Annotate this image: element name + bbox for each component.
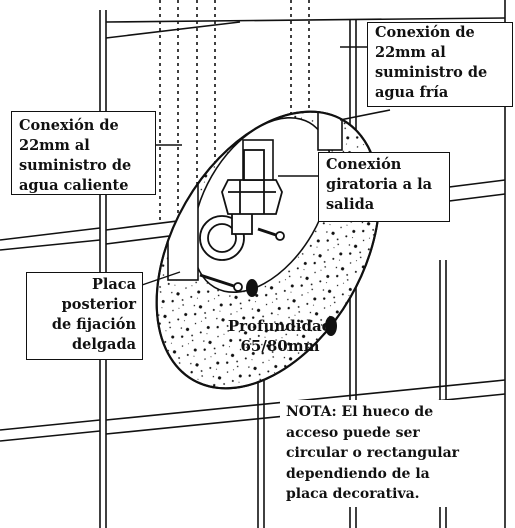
label-line: 22mm al bbox=[375, 44, 446, 61]
hidden-pipe-lines bbox=[159, 0, 310, 220]
label-line: Conexión de bbox=[375, 24, 475, 41]
note-line: dependiendo de la bbox=[286, 465, 430, 482]
label-back-plate: Placa posterior de fijación delgada bbox=[26, 272, 143, 360]
label-line: giratoria a la bbox=[326, 176, 432, 193]
label-line: suministro de bbox=[19, 157, 132, 174]
label-line: salida bbox=[326, 196, 375, 213]
label-line: delgada bbox=[72, 336, 136, 353]
label-depth: Profundidad 65/80mm bbox=[210, 316, 350, 356]
access-hole bbox=[155, 89, 391, 390]
note-access-hole: NOTA: El hueco de acceso puede ser circu… bbox=[280, 400, 486, 507]
label-line: agua fría bbox=[375, 84, 449, 101]
note-line: NOTA: El hueco de bbox=[286, 404, 434, 420]
label-line: agua caliente bbox=[19, 177, 129, 194]
leader-lines bbox=[141, 46, 368, 286]
label-line: suministro de bbox=[375, 64, 488, 81]
note-line: circular o rectangular bbox=[286, 445, 460, 461]
label-line: de fijación bbox=[51, 316, 136, 333]
label-line: 65/80mm bbox=[240, 337, 320, 355]
label-line: Profundidad bbox=[227, 317, 333, 335]
screw-hole-marker bbox=[246, 279, 258, 297]
valve-assembly bbox=[199, 149, 285, 292]
label-line: 22mm al bbox=[19, 137, 90, 154]
label-line: Placa bbox=[91, 276, 136, 293]
note-line: placa decorativa. bbox=[286, 486, 420, 502]
label-cold-supply-connection: Conexión de 22mm al suministro de agua f… bbox=[367, 22, 513, 107]
label-line: posterior bbox=[61, 296, 136, 313]
label-swivel-outlet-connection: Conexión giratoria a la salida bbox=[318, 152, 450, 222]
label-line: Conexión de bbox=[19, 117, 119, 134]
label-line: Conexión bbox=[326, 156, 402, 173]
note-line: acceso puede ser bbox=[286, 424, 420, 441]
label-hot-supply-connection: Conexión de 22mm al suministro de agua c… bbox=[11, 111, 156, 195]
screw-hole-marker bbox=[325, 316, 337, 336]
